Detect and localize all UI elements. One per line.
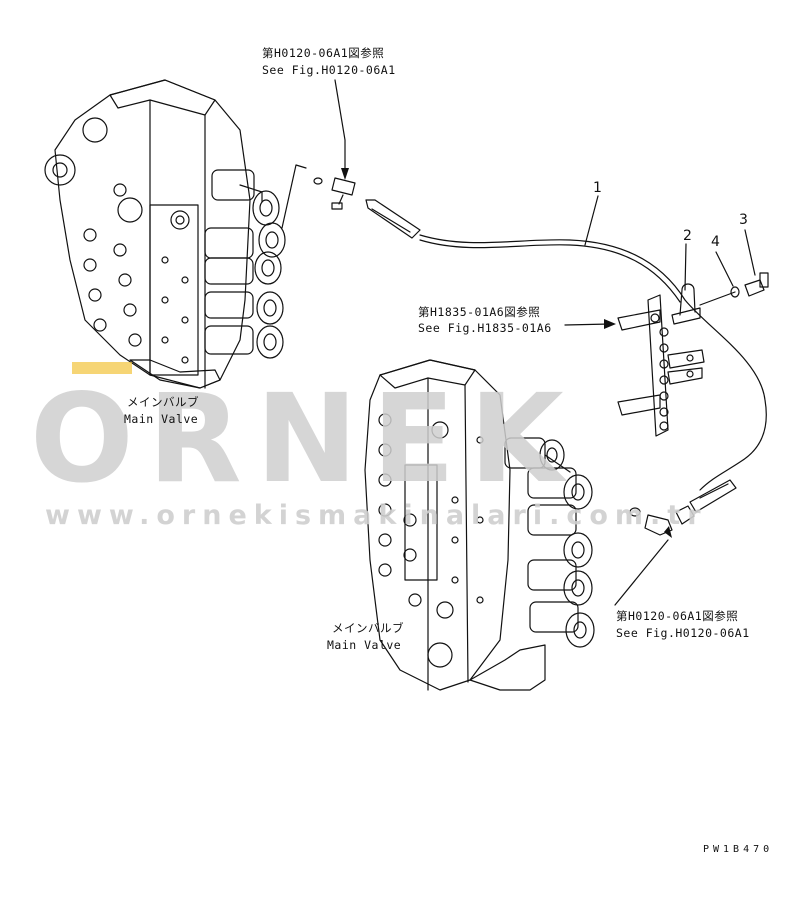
ref-top-jp: 第H0120-06A1図参照	[262, 46, 385, 60]
ref-mid-en: See Fig.H1835-01A6	[418, 321, 552, 335]
ref-bottom-jp: 第H0120-06A1図参照	[616, 609, 739, 623]
callout-1: 1	[593, 180, 602, 196]
lower-main-valve	[364, 359, 595, 691]
valve-upper-en: Main Valve	[124, 412, 199, 426]
upper-main-valve	[44, 79, 286, 389]
callout-3: 3	[739, 212, 748, 228]
leader-lines	[334, 79, 756, 606]
watermark-url: www.ornekismakinalari.com.tr	[45, 500, 708, 531]
hose-1	[419, 234, 767, 491]
arrow-heads	[341, 168, 672, 538]
callout-2: 2	[683, 228, 692, 244]
hose-clamp	[671, 283, 701, 325]
clamp-bracket	[617, 294, 705, 437]
valve-upper-jp: メインバルブ	[127, 395, 199, 409]
bolt	[744, 272, 769, 297]
valve-lower-en: Main Valve	[327, 638, 402, 652]
callout-4: 4	[711, 234, 720, 250]
upper-fitting	[281, 164, 421, 239]
watermark-brand: ORNEK	[30, 368, 578, 510]
ref-top-en: See Fig.H0120-06A1	[262, 63, 396, 77]
washer	[730, 286, 740, 298]
drawing-code: PW1B470	[703, 844, 774, 855]
watermark-accent	[72, 362, 132, 374]
lower-fitting	[544, 454, 737, 536]
valve-lower-jp: メインバルブ	[332, 621, 404, 635]
ref-bottom-en: See Fig.H0120-06A1	[616, 626, 750, 640]
ref-mid-jp: 第H1835-01A6図参照	[418, 305, 541, 319]
